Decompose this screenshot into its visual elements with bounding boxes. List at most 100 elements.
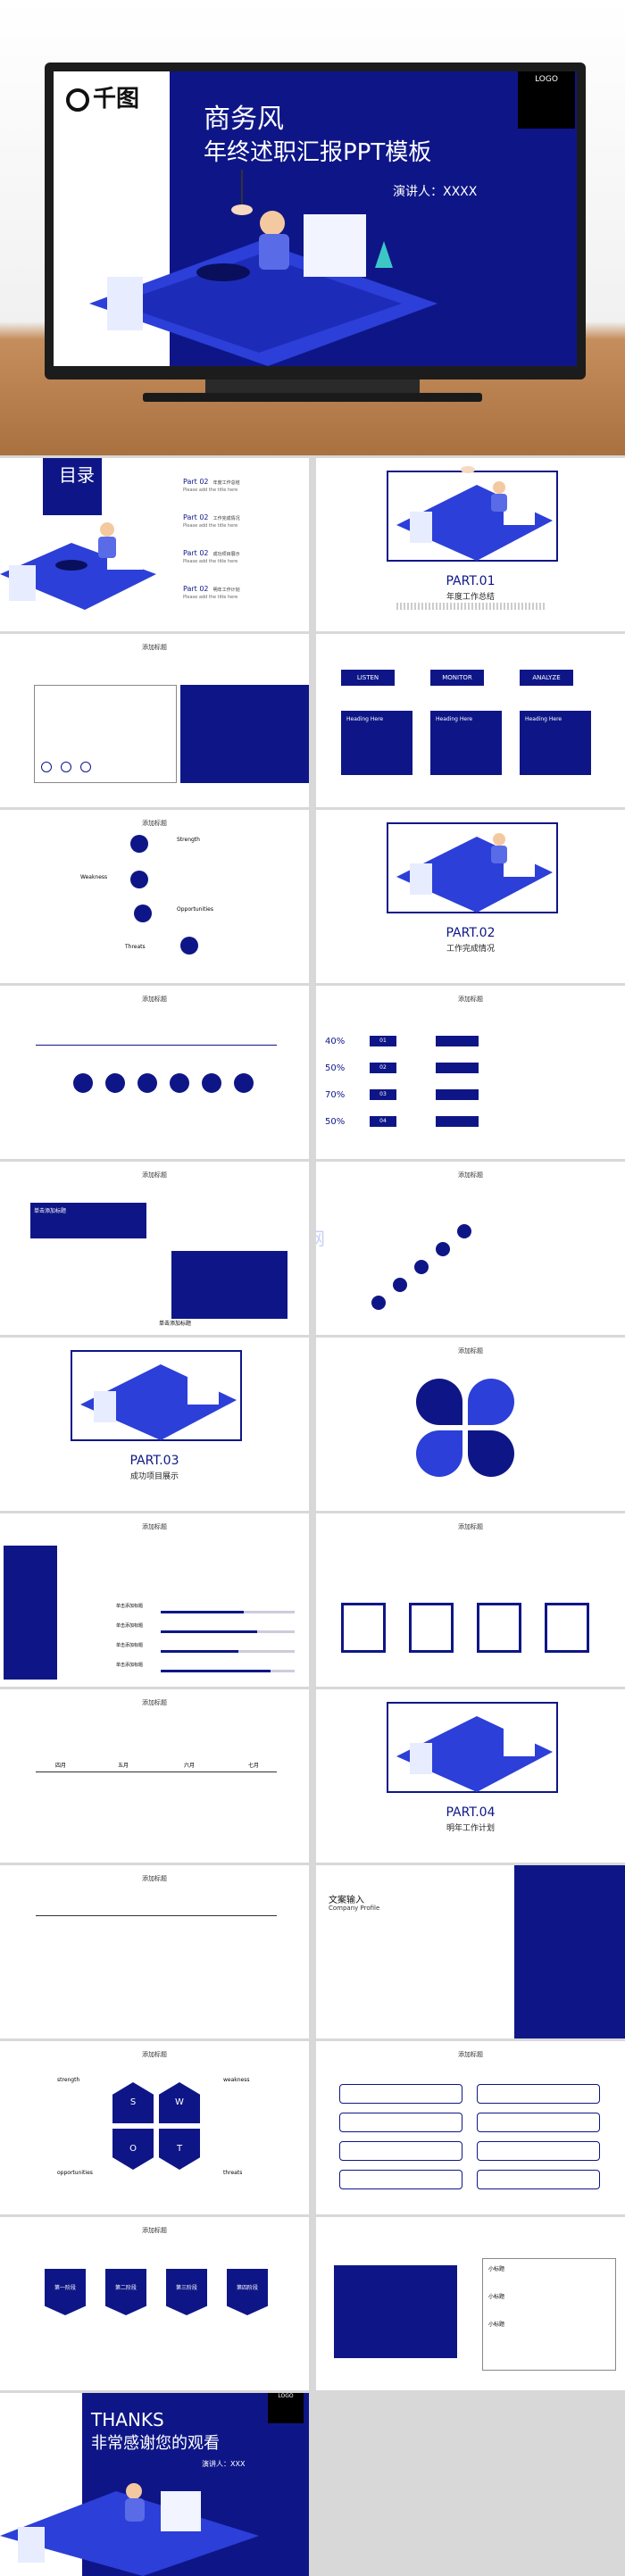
petal-cluster — [416, 1379, 514, 1477]
slide-icon-cards: 添加标题 — [316, 1513, 625, 1687]
tab-analyze[interactable]: ANALYZE — [520, 670, 573, 686]
toc-part-text: 成功项目展示 — [212, 552, 240, 557]
part4-title: 明年工作计划 — [446, 1824, 495, 1833]
thanks-presenter: 演讲人：XXX — [202, 2460, 246, 2468]
part4-illustration — [387, 1702, 558, 1793]
swot-dot — [130, 835, 148, 853]
slide-months: 添加标题 四月 五月 六月 七月 — [0, 1689, 309, 1863]
company-title: 文案输入 — [329, 1896, 364, 1905]
slide-header: 添加标题 — [142, 820, 167, 827]
thanks-logo: LOGO — [268, 2393, 304, 2423]
toc-part-sub: Please add the title here — [183, 488, 238, 493]
timeline-node — [138, 1073, 157, 1093]
tab-listen[interactable]: LISTEN — [341, 670, 395, 686]
slide-part4: PART.04 明年工作计划 — [316, 1689, 625, 1863]
icon-card — [477, 1603, 521, 1653]
timeline-node — [234, 1073, 254, 1093]
swot2-weakness: weakness — [223, 2077, 250, 2083]
part3-title: 成功项目展示 — [129, 1472, 179, 1481]
percent-arrows — [436, 1036, 479, 1127]
slide-pins: 添加标题 — [0, 1865, 309, 2038]
bar-fill — [161, 1650, 238, 1653]
toc-part-text: 明年工作计划 — [212, 588, 240, 593]
bar-fill — [161, 1670, 271, 1672]
slide-timeline: 添加标题 — [0, 986, 309, 1159]
text-frame — [34, 685, 177, 783]
hero-screen: 千图 LOGO 商务风 年终述职汇报PPT模板 演讲人：XXXX — [54, 71, 577, 366]
part2-label: PART.02 — [446, 926, 496, 940]
slide-part1: PART.01 年度工作总结 — [316, 458, 625, 631]
navy-block — [334, 2265, 457, 2358]
slide-percent: 添加标题 40% 50% 70% 50% 01 02 03 04 — [316, 986, 625, 1159]
icon-card — [545, 1603, 589, 1653]
tv-foot — [143, 393, 482, 402]
navy-block — [180, 685, 309, 783]
company-sub: Company Profile — [329, 1905, 380, 1912]
part3-illustration — [71, 1350, 242, 1441]
percent-num: 01 — [370, 1036, 396, 1046]
block-title: 单击添加标题 — [30, 1203, 146, 1238]
icon-row — [41, 759, 91, 776]
part1-title: 年度工作总结 — [446, 593, 495, 602]
timeline-node — [105, 1073, 125, 1093]
toc-part-text: 年度工作总结 — [212, 480, 240, 486]
part1-illustration — [387, 466, 558, 562]
slide-header: 添加标题 — [458, 2051, 483, 2058]
slide-bars: 添加标题 单击添加标题 单击添加标题 单击添加标题 单击添加标题 — [0, 1513, 309, 1687]
smalltitle-frame: 小标题 小标题 小标题 — [482, 2258, 616, 2371]
navy-block — [514, 1865, 625, 2038]
swot-dot — [134, 905, 152, 922]
hero-subtitle: 年终述职汇报PPT模板 — [204, 139, 432, 166]
slide-header: 添加标题 — [142, 1699, 167, 1706]
part4-label: PART.04 — [446, 1805, 496, 1820]
watermark: 图网 — [316, 1224, 414, 1250]
thanks-en: THANKS — [91, 2409, 164, 2430]
monitor-card: Heading Here — [430, 711, 502, 775]
step-badge: 第一阶段 — [45, 2269, 86, 2315]
percent-num: 03 — [370, 1089, 396, 1100]
bar-fill — [161, 1630, 257, 1633]
listen-card: Heading Here — [341, 711, 412, 775]
percent-num: 02 — [370, 1063, 396, 1073]
slide-header: 添加标题 — [142, 1875, 167, 1882]
percent-num: 04 — [370, 1116, 396, 1127]
slide-swot-dots: 添加标题 Strength Weakness Opportunities Thr… — [0, 810, 309, 983]
percent-value: 40% — [325, 1037, 346, 1046]
percent-list: 40% 50% 70% 50% — [325, 1029, 345, 1136]
toc-part-sub: Please add the title here — [183, 523, 238, 529]
part2-title: 工作完成情况 — [446, 945, 495, 954]
month-label: 四月 — [55, 1763, 67, 1769]
brand-logo: 千图 — [66, 80, 139, 113]
swot-dot — [130, 871, 148, 888]
toc-part-text: 工作完成情况 — [212, 516, 240, 521]
toc-part-label: Part 02 — [183, 478, 209, 486]
slide-smalltitle: 小标题 小标题 小标题 — [316, 2217, 625, 2390]
part2-illustration — [387, 822, 558, 913]
isometric-office-illustration — [89, 170, 438, 366]
slide-header: 添加标题 — [458, 1171, 483, 1179]
step-badge: 第四阶段 — [227, 2269, 268, 2315]
percent-value: 50% — [325, 1063, 346, 1073]
toc-part-label: Part 02 — [183, 585, 209, 593]
toc-part-sub: Please add the title here — [183, 595, 238, 600]
swot-label-threats: Threats — [125, 944, 146, 950]
swot2-t: T — [159, 2129, 200, 2170]
timeline-node — [73, 1073, 93, 1093]
step-badge: 第二阶段 — [105, 2269, 146, 2315]
slide-steps: 添加标题 第一阶段 第二阶段 第三阶段 第四阶段 — [0, 2217, 309, 2390]
slide-header: 添加标题 — [458, 1523, 483, 1530]
slide-part2: PART.02 工作完成情况 — [316, 810, 625, 983]
slide-header: 添加标题 — [458, 1347, 483, 1355]
timeline-node — [170, 1073, 189, 1093]
slide-header: 添加标题 — [142, 2051, 167, 2058]
slide-header: 添加标题 — [142, 2227, 167, 2234]
part1-label: PART.01 — [446, 574, 496, 588]
bar-fill — [161, 1611, 244, 1613]
hero-presenter: 演讲人：XXXX — [393, 185, 478, 199]
part1-placeholder — [396, 603, 545, 610]
month-label: 七月 — [248, 1763, 260, 1769]
swot2-threats: threats — [223, 2170, 243, 2176]
tab-monitor[interactable]: MONITOR — [430, 670, 484, 686]
